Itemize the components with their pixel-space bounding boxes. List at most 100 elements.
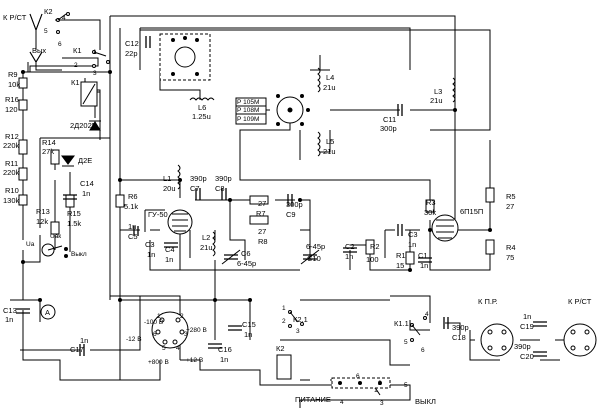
label-c11: C11 <box>383 115 396 124</box>
label-c9-val: 300p <box>286 200 303 209</box>
label-c2: C2 <box>345 242 355 251</box>
label-plus280: +280 В <box>186 327 207 334</box>
resistor-r8 <box>249 215 269 225</box>
label-r13-val: 12k <box>36 217 48 226</box>
label-vykh: Вых <box>32 46 46 55</box>
band-switch-center <box>235 94 310 126</box>
capacitor-c12 <box>145 36 151 48</box>
label-meter: A <box>45 308 50 317</box>
label-r5-val: 27 <box>506 202 514 211</box>
label-c13-val: 1n <box>5 315 13 324</box>
label-plus800: +800 В <box>148 359 169 366</box>
label-c12-val: 22p <box>125 49 138 58</box>
labels: К Р/СТ К2 4 5 6 Вых К1 1 2 3 R9 10k R16 … <box>3 7 592 407</box>
antenna-top <box>29 13 43 63</box>
label-c11-val: 300p <box>380 124 397 133</box>
relay-k1-coil <box>80 81 98 107</box>
capacitor-c13 <box>16 308 30 314</box>
resistor-r11 <box>18 167 28 181</box>
label-pin-3: 3 <box>184 331 188 338</box>
label-vykl-switch: Выкл <box>71 251 87 258</box>
label-p108m: Р 108М <box>237 107 259 114</box>
label-c7-val: 390p <box>190 174 207 183</box>
label-k1-1-p6: 6 <box>421 347 425 354</box>
capacitor-c4 <box>164 242 178 248</box>
capacitor-c18 <box>443 317 449 329</box>
label-r7: R7 <box>256 209 266 218</box>
capacitor-c20 <box>533 351 547 357</box>
label-k1-1-p5: 5 <box>404 339 408 346</box>
label-c12: C12 <box>125 39 139 48</box>
label-r1-val: 15 <box>396 261 404 270</box>
label-pin-6-top: 6 <box>58 41 62 48</box>
label-c7: C7 <box>190 184 200 193</box>
label-k2-1-p3: 3 <box>296 328 300 335</box>
junction-dots <box>21 70 492 302</box>
label-k1-pin3: 3 <box>93 70 97 77</box>
label-k2-1-p2: 2 <box>282 318 286 325</box>
label-c5: C5 <box>128 232 138 241</box>
label-r13: R13 <box>36 207 50 216</box>
label-l5-val: 21u <box>323 147 336 156</box>
label-r5: R5 <box>506 192 516 201</box>
label-c8-val: 390p <box>215 174 232 183</box>
label-c3-left-val: 1n <box>147 250 155 259</box>
label-u-ak: Uак <box>50 233 61 240</box>
label-c4-val: 1n <box>165 255 173 264</box>
capacitor-c15 <box>228 325 242 331</box>
label-pin-1: 1 <box>157 313 161 320</box>
label-r8: R8 <box>258 237 268 246</box>
label-c10: C10 <box>307 254 321 263</box>
label-l2-val: 21u <box>200 243 213 252</box>
label-k2-1-p1: 1 <box>282 305 286 312</box>
resistor-r7 <box>249 195 269 205</box>
relay-k2-coil <box>276 354 292 380</box>
label-c10-val: 6-45p <box>306 242 325 251</box>
inductor-l2 <box>212 231 216 257</box>
label-r4: R4 <box>506 243 516 252</box>
capacitor-c19 <box>533 321 547 327</box>
label-l2: L2 <box>202 233 210 242</box>
label-minus100: -100 В <box>144 319 163 326</box>
label-diode-2d202g: 2Д202Г <box>70 121 96 130</box>
label-c3-left: C3 <box>145 240 155 249</box>
label-sw-p4: 4 <box>340 399 344 406</box>
label-l1: L1 <box>163 174 171 183</box>
label-minus12: -12 В <box>126 336 142 343</box>
capacitor-c8 <box>221 188 227 200</box>
label-c14-val: 1n <box>82 189 90 198</box>
label-r10: R10 <box>5 186 19 195</box>
inductor-l6 <box>189 97 215 101</box>
label-r11-val: 220k <box>3 168 20 177</box>
label-r2: R2 <box>370 242 380 251</box>
resistor-r5 <box>485 187 495 203</box>
ammeter <box>40 304 56 320</box>
label-k1-coil: К1 <box>71 78 80 87</box>
label-k-r-st-top: К Р/СТ <box>3 13 27 22</box>
label-c20: C20 <box>520 352 534 361</box>
capacitor-c10 <box>300 249 320 265</box>
band-switch-top <box>159 33 211 81</box>
label-r14: R14 <box>42 138 56 147</box>
label-c20-val: 390p <box>514 342 531 351</box>
resistor-r15 <box>65 194 75 208</box>
label-c8: C8 <box>215 184 225 193</box>
capacitor-c7 <box>195 188 201 200</box>
relay-k2-contact <box>56 12 70 34</box>
connector-krst <box>563 323 597 357</box>
label-l4: L4 <box>326 73 334 82</box>
resistor-r3 <box>425 199 435 213</box>
relay-k2-1-contact <box>288 310 304 328</box>
label-sw-p2: 2 <box>378 380 382 387</box>
resistor-r10 <box>18 194 28 206</box>
label-c9: C9 <box>286 210 296 219</box>
label-pitanie: ПИТАНИЕ <box>295 395 331 404</box>
capacitor-c11 <box>397 104 403 116</box>
label-k2: К2 <box>276 344 285 353</box>
label-l3-val: 21u <box>430 96 443 105</box>
capacitor-c1 <box>418 257 432 263</box>
label-pin-4-top: 4 <box>62 15 66 22</box>
resistor-r12 <box>18 139 28 155</box>
capacitor-c16 <box>208 343 222 349</box>
label-pin-5: 5 <box>162 345 166 352</box>
